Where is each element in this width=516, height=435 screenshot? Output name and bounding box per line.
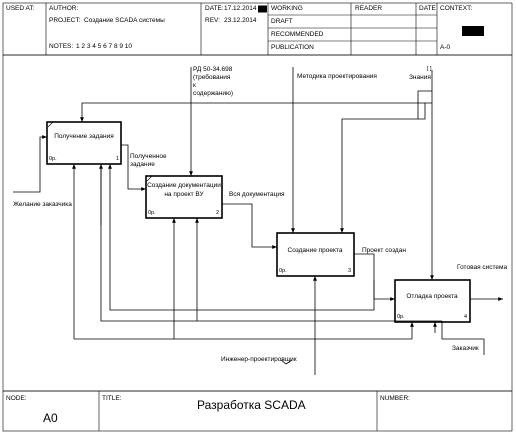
label-received-2: задание [130,161,155,168]
activity-title-4: Отладка проекта [406,293,458,300]
notes-label: NOTES: [49,43,73,50]
status-working: WORKING [271,5,303,12]
used-at-label: USED AT: [6,5,35,12]
project-value: Создание SCADA системы [84,17,165,24]
status-publication: PUBLICATION [271,44,314,51]
activity-cost-1: 0р. [49,156,57,162]
rev-label: REV: [205,17,220,24]
label-engineer: Инженер-проектировщик [221,356,297,363]
node-label: NODE: [6,395,27,402]
notes-values: 1 2 3 4 5 6 7 8 9 10 [76,43,132,50]
activity-number-1: 1 [116,156,119,162]
arrow-feedback [108,164,375,311]
label-methodology: Методика проектирования [297,73,377,80]
date-label: DATE: [205,5,224,12]
project-label: PROJECT: [49,17,81,24]
label-rd-1: РД 50-34.698 [193,66,233,73]
label-finished-system: Готовая система [457,264,508,271]
knowledge-bracket: [ ] [427,66,432,72]
footer-frame [2,390,513,432]
label-project-created: Проект создан [362,247,406,254]
reader-date-label: DATE [419,5,437,12]
activity-number-3: 3 [348,268,351,274]
label-received-1: Полученное [130,153,167,160]
label-rd-4: содержанию) [193,90,233,97]
label-customer: Заказчик [452,345,479,352]
working-marker [258,5,267,13]
context-thumbnail [462,26,484,36]
activity-title-1: Получение задания [54,133,114,140]
arrow-engineer [72,164,414,375]
diagram-area [2,54,513,392]
label-customer-wish: Желание заказчика [13,201,72,208]
status-recommended: RECOMMENDED [271,31,324,38]
context-label: CONTEXT: [440,5,472,12]
activity-title-2a: Создание документации [147,182,221,189]
activity-box-1[interactable] [46,121,122,165]
activity-number-2: 2 [216,210,219,216]
activity-box-4[interactable] [394,279,471,323]
arrow-received-task [121,144,146,191]
status-draft: DRAFT [271,18,293,25]
arrow-customer [99,164,485,355]
author-label: AUTHOR: [49,5,78,12]
arrow-all-docs [222,203,277,249]
date-value: 17.12.2014 [224,5,257,12]
activity-number-4: 4 [464,314,467,320]
number-label: NUMBER: [380,395,410,402]
activity-cost-2: 0р. [148,210,156,216]
node-value: A0 [43,411,58,425]
label-rd-3: к [193,82,196,89]
label-knowledge: Знания [409,74,431,81]
arrow-knowledge [80,70,434,280]
activity-box-3[interactable] [276,232,355,277]
label-all-docs: Вся документация [229,191,285,198]
activity-cost-4: 0р. [397,314,405,320]
activity-title-3: Создание проекта [288,247,343,254]
rev-value: 23.12.2014 [224,17,257,24]
activity-box-2[interactable] [145,175,223,219]
title-label: TITLE: [102,395,122,402]
label-rd-2: (требования [193,73,231,81]
arrow-customer-wish [13,135,47,193]
arrow-project-created [354,253,395,301]
activity-title-2b: на проект ВУ [164,191,204,198]
context-node: A-0 [440,44,451,51]
activity-cost-3: 0р. [279,268,287,274]
diagram-title: Разработка SCADA [197,398,306,412]
reader-label: READER [355,5,382,12]
